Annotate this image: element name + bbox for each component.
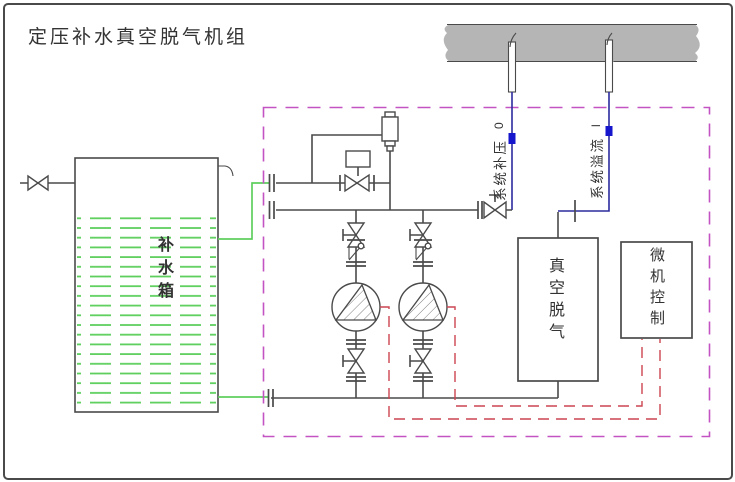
flange-icon [346, 376, 366, 382]
system-overflow-text: 系统溢流 [590, 137, 605, 199]
system-supply-label: 系统补压 0 [490, 89, 508, 201]
system-supply-text: 系统补压 [493, 139, 508, 201]
flange-icon [413, 339, 433, 345]
valve-handle [342, 229, 356, 241]
system-supply-glyph: 0 [492, 122, 506, 129]
controller-label: 微机控制 [648, 247, 665, 331]
vacuum-degasser-label: 真空脱气 [546, 257, 563, 345]
water-level-hatching [77, 214, 216, 410]
overflow-line-sensor [605, 126, 613, 136]
inlet-valve-icon [27, 174, 40, 192]
system-overflow-label: 系统溢流 l [587, 87, 605, 199]
pump-impeller [401, 283, 444, 321]
pump-branch-left [331, 222, 381, 382]
flange-icon [268, 174, 275, 192]
flange-icon [268, 201, 275, 219]
flange-icon [346, 339, 366, 345]
makeup-water-tank [74, 157, 234, 413]
drawing-border [3, 3, 733, 480]
valve-handle [409, 229, 423, 241]
tank-inlet-line [20, 174, 75, 192]
pressure-relief-valve-icon [381, 111, 399, 152]
vacuum-degasser-box [517, 237, 599, 382]
check-valve-icon [424, 242, 432, 250]
overflow-nozzle [604, 39, 614, 93]
supply-shutoff-valve-icon [483, 194, 507, 220]
tank-outline [74, 157, 219, 413]
check-valve-icon [357, 242, 365, 250]
flange-icon [477, 201, 483, 219]
flange-icon [346, 261, 366, 267]
supply-line-sensor [508, 133, 516, 144]
overflow-nozzle-break [606, 32, 613, 46]
valve-handle [342, 355, 356, 367]
system-overflow-glyph: l [589, 124, 603, 127]
pump-left-control-wire [380, 306, 661, 420]
supply-nozzle [507, 41, 517, 93]
tank-label: 补水箱 [155, 236, 172, 305]
solenoid-valve-icon [339, 150, 375, 193]
tank-overflow-hook [218, 165, 234, 177]
flange-icon [413, 261, 433, 267]
valve-handle [409, 355, 423, 367]
system-main-pipe [443, 23, 700, 93]
controller-box [620, 241, 693, 339]
control-wiring [380, 306, 661, 420]
flange-icon [413, 376, 433, 382]
diagram-title: 定压补水真空脱气机组 [28, 27, 249, 48]
supply-nozzle-break [509, 32, 517, 48]
pump-branch-right [398, 222, 448, 382]
unit-boundary [262, 106, 711, 438]
tank-outlet-green-lines [218, 182, 269, 398]
pump-right-control-wire [447, 306, 643, 407]
inlet-valve-icon [36, 174, 49, 192]
boundary-flanges [267, 174, 483, 407]
pump-impeller [334, 283, 377, 321]
flange-icon [267, 389, 274, 407]
